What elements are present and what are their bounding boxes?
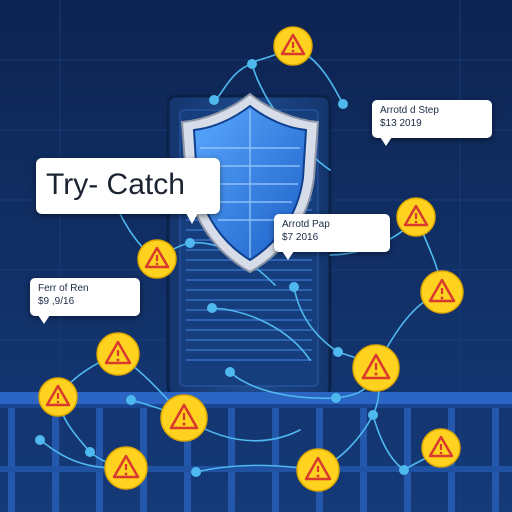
callout-title: Arrotd d Step <box>380 105 439 116</box>
main-label: Try- Catch <box>46 168 185 201</box>
warning-icon <box>160 394 208 442</box>
main-label-bubble: Try- Catch <box>36 158 220 224</box>
callout-title: Ferr of Ren <box>38 283 89 294</box>
warning-icon <box>420 270 464 314</box>
connector-nodes <box>35 59 409 477</box>
callout-bubble: Ferr of Ren $9 ,9/16 <box>30 278 140 324</box>
callout-value: $13 2019 <box>380 118 422 129</box>
callout-value: $7 2016 <box>282 232 319 243</box>
warning-icon <box>96 332 140 376</box>
callout-bubble: Arrotd Pap $7 2016 <box>274 214 390 260</box>
warning-icon <box>296 448 340 492</box>
warning-icon <box>421 428 461 468</box>
warning-icon <box>396 197 436 237</box>
warning-icon <box>104 446 148 490</box>
warning-badges <box>38 26 464 492</box>
callout-title: Arrotd Pap <box>282 219 330 230</box>
callout-bubble: Arrotd d Step $13 2019 <box>372 100 492 146</box>
warning-icon <box>352 344 400 392</box>
warning-icon <box>273 26 313 66</box>
railing <box>0 392 512 512</box>
callout-value: $9 ,9/16 <box>38 296 75 307</box>
warning-icon <box>137 239 177 279</box>
warning-icon <box>38 377 78 417</box>
